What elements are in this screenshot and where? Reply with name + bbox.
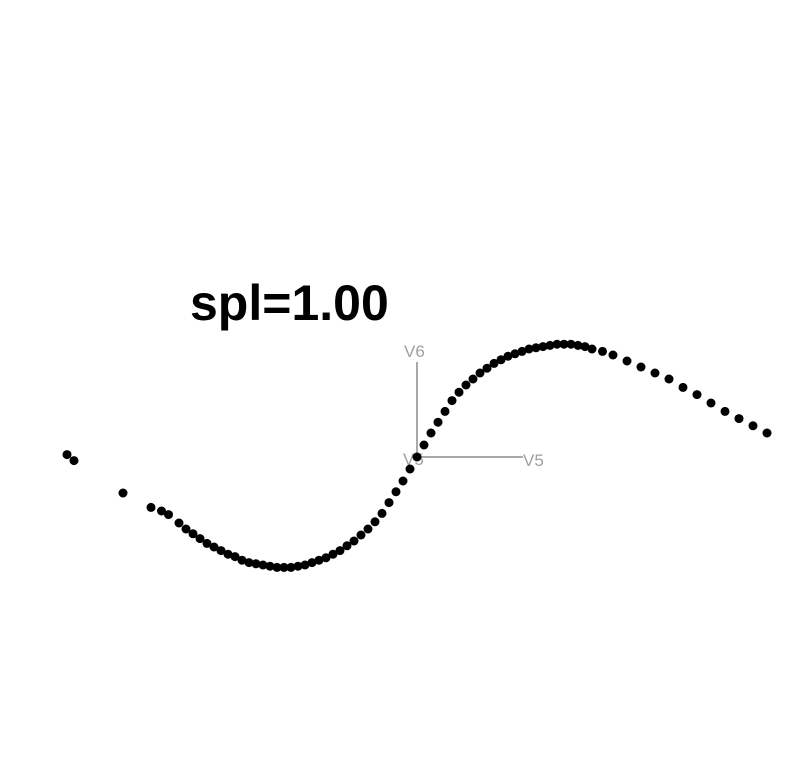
data-point: [69, 456, 79, 466]
data-point: [307, 558, 317, 568]
data-point: [62, 450, 72, 460]
data-point: [286, 562, 296, 572]
data-point: [174, 518, 184, 528]
data-point: [510, 349, 520, 359]
data-point: [391, 487, 401, 497]
data-point: [349, 536, 359, 546]
y-axis-label: V6: [404, 342, 425, 361]
data-point: [146, 502, 156, 512]
data-point: [636, 362, 646, 372]
data-point: [258, 560, 268, 570]
axes-group: V5 V6 V5: [403, 342, 544, 470]
data-point: [496, 355, 506, 365]
data-point: [195, 534, 205, 544]
data-point: [293, 561, 303, 571]
data-point: [181, 524, 191, 534]
data-point: [356, 530, 366, 540]
x-axis-label: V5: [523, 451, 544, 470]
data-point: [622, 356, 632, 366]
data-point: [517, 346, 527, 356]
data-point: [762, 428, 772, 438]
chart-title: spl=1.00: [190, 275, 389, 331]
data-point: [482, 363, 492, 373]
data-point: [405, 464, 415, 474]
data-point: [650, 368, 660, 378]
data-point: [118, 488, 128, 498]
data-point: [209, 542, 219, 552]
data-point: [524, 344, 534, 354]
data-point: [300, 560, 310, 570]
data-point: [545, 340, 555, 350]
data-point: [475, 368, 485, 378]
data-point: [419, 440, 429, 450]
data-point: [230, 552, 240, 562]
data-point: [454, 387, 464, 397]
data-point: [461, 380, 471, 390]
data-point: [398, 476, 408, 486]
data-point: [720, 406, 730, 416]
data-point: [447, 396, 457, 406]
data-point: [328, 549, 338, 559]
data-point: [216, 546, 226, 556]
data-point: [468, 374, 478, 384]
data-point: [157, 506, 166, 516]
data-point: [503, 351, 513, 361]
data-point: [566, 339, 576, 349]
points-group: [62, 339, 772, 572]
data-point: [335, 546, 345, 556]
data-point: [598, 346, 607, 356]
data-point: [342, 541, 352, 551]
data-point: [538, 342, 548, 352]
data-point: [272, 562, 282, 572]
data-point: [692, 390, 702, 400]
data-point: [426, 428, 436, 438]
data-point: [314, 555, 324, 565]
data-point: [223, 549, 233, 559]
data-point: [384, 498, 394, 508]
data-point: [734, 414, 744, 424]
data-point: [244, 558, 254, 568]
data-point: [664, 374, 674, 384]
data-point: [377, 508, 387, 518]
data-point: [489, 358, 499, 368]
data-point: [188, 529, 198, 539]
data-point: [552, 339, 562, 349]
data-point: [580, 342, 590, 352]
data-point: [321, 553, 331, 563]
data-point: [279, 562, 289, 572]
data-point: [237, 555, 247, 565]
data-point: [164, 510, 173, 520]
data-point: [678, 382, 688, 392]
data-point: [202, 538, 212, 548]
data-point: [706, 398, 716, 408]
data-point: [265, 561, 275, 571]
data-point: [748, 421, 758, 431]
data-point: [587, 344, 597, 354]
data-point: [531, 343, 541, 353]
data-point: [251, 559, 261, 569]
data-point: [573, 340, 583, 350]
data-point: [412, 452, 422, 462]
data-point: [433, 417, 443, 427]
data-point: [363, 524, 373, 534]
data-point: [608, 350, 618, 360]
data-point: [370, 517, 380, 527]
data-point: [559, 339, 569, 349]
data-point: [440, 406, 450, 416]
